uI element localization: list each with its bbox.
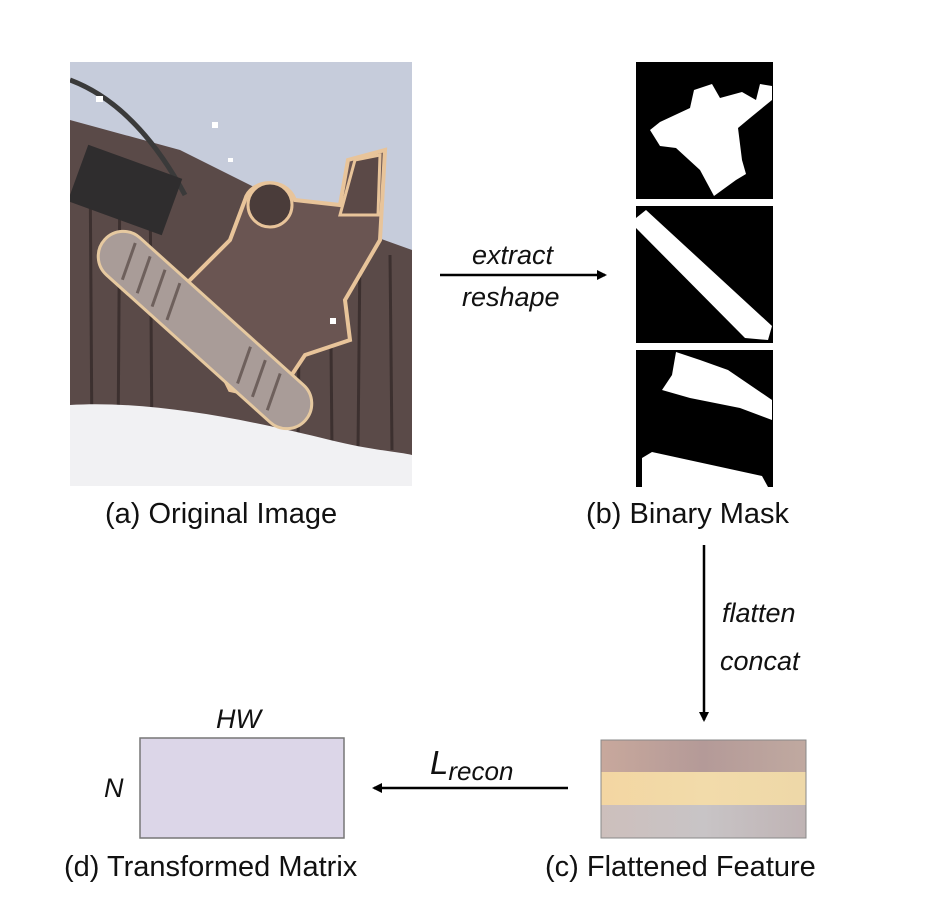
label-flatten: flatten bbox=[722, 598, 796, 628]
binary-mask-3 bbox=[636, 350, 773, 487]
matrix-height-label: N bbox=[104, 773, 124, 803]
loss-symbol: L bbox=[430, 744, 449, 781]
caption-binary-mask: (b) Binary Mask bbox=[586, 498, 790, 530]
flattened-feature bbox=[600, 739, 807, 839]
label-concat: concat bbox=[720, 646, 800, 676]
label-reshape: reshape bbox=[462, 282, 560, 312]
caption-original-image: (a) Original Image bbox=[105, 498, 338, 530]
label-loss-recon: Lrecon bbox=[430, 744, 513, 786]
matrix-width-label: HW bbox=[216, 704, 261, 734]
loss-subscript: recon bbox=[448, 756, 514, 786]
binary-mask-1 bbox=[636, 62, 773, 199]
original-image bbox=[70, 62, 412, 486]
label-extract: extract bbox=[472, 240, 554, 270]
caption-transformed-matrix: (d) Transformed Matrix bbox=[64, 851, 358, 883]
transformed-matrix bbox=[139, 737, 345, 839]
binary-mask-2 bbox=[636, 206, 773, 343]
caption-flattened-feature: (c) Flattened Feature bbox=[545, 851, 816, 883]
